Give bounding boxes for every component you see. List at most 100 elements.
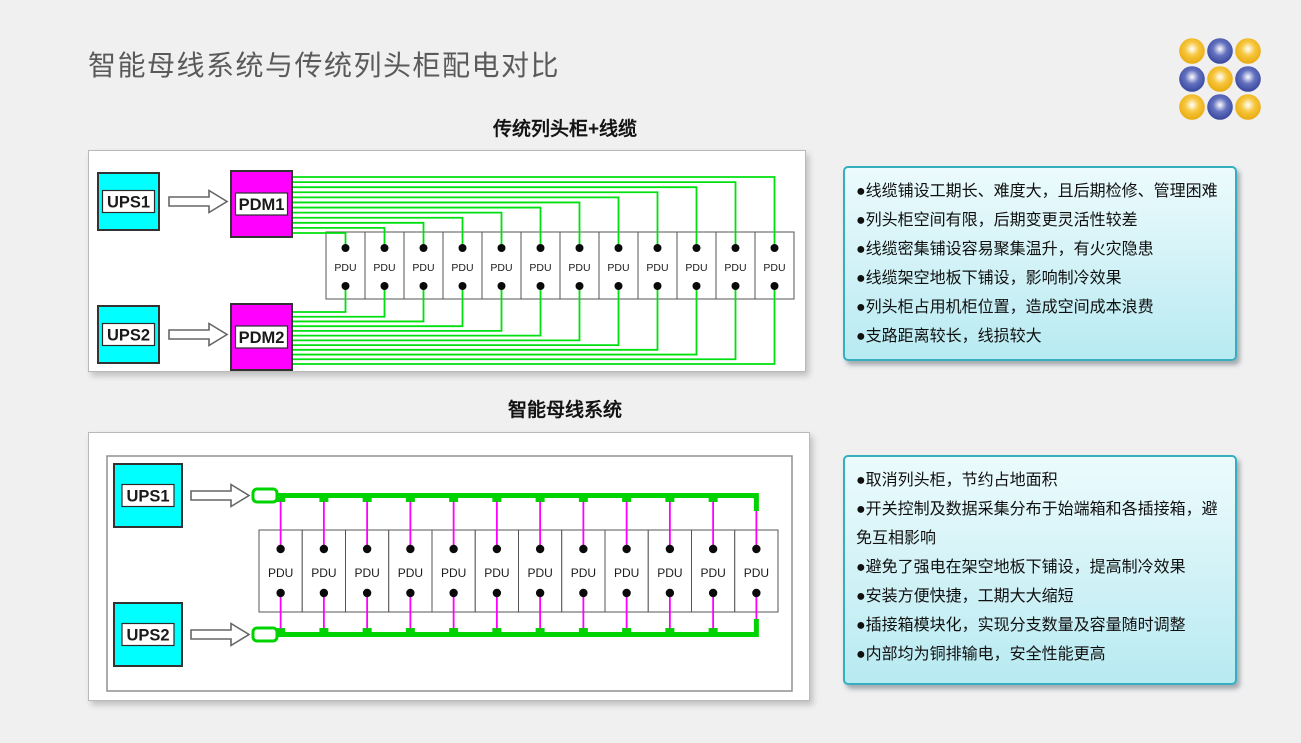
- cable-line: [292, 286, 386, 318]
- pdu-label: PDU: [724, 262, 746, 274]
- pdu-label: PDU: [527, 566, 552, 580]
- pdu-label: PDU: [441, 566, 466, 580]
- logo-dot-blue: [1207, 38, 1233, 64]
- pdu-top-dot: [276, 544, 285, 554]
- pdu-top-dot: [380, 244, 389, 252]
- pdu-bottom-dot: [406, 588, 415, 598]
- tap-off-tick: [622, 628, 632, 637]
- pdu-top-dot: [692, 244, 701, 252]
- tap-off-tick: [665, 493, 675, 502]
- pdu-label: PDU: [568, 262, 590, 274]
- cable-line: [292, 176, 776, 248]
- pdu-bottom-dot: [341, 282, 350, 290]
- tap-off-tick: [535, 628, 545, 637]
- pdu-top-dot: [362, 544, 372, 554]
- pdu-label: PDU: [373, 262, 395, 274]
- tap-off-tick: [535, 493, 545, 502]
- pdu-top-dot: [419, 244, 428, 252]
- tap-off-tick: [449, 628, 459, 637]
- info-box-traditional: ●线缆铺设工期长、难度大，且后期检修、管理困难 ●列头柜空间有限，后期变更灵活性较…: [843, 166, 1237, 361]
- logo-dot-blue: [1235, 66, 1261, 92]
- tap-off-tick: [405, 628, 415, 637]
- tap-off-tick: [622, 493, 632, 502]
- bullet-item: ●内部均为铜排输电，安全性能更高: [856, 646, 1106, 663]
- pdu-label: PDU: [614, 566, 639, 580]
- flow-arrow-icon: [168, 322, 229, 347]
- logo-dot-blue: [1179, 66, 1205, 92]
- pdm1-box-label: PDM1: [239, 196, 285, 214]
- cable-line: [292, 221, 425, 248]
- pdu-label: PDU: [354, 566, 379, 580]
- bullet-item: ●开关控制及数据采集分布于始端箱和各插接箱，避免互相影响: [856, 501, 1218, 547]
- pdu-bottom-dot: [614, 282, 623, 290]
- pdu-bottom-dot: [752, 588, 761, 598]
- pdu-bottom-dot: [731, 282, 740, 290]
- pdu-top-dot: [406, 544, 415, 554]
- flow-arrow-icon: [190, 483, 251, 508]
- ups2-box-label: UPS2: [126, 627, 169, 645]
- start-box-connector: [251, 487, 279, 504]
- bullet-item: ●取消列头柜，节约占地面积: [856, 472, 1058, 489]
- cable-line: [292, 286, 659, 351]
- cable-line: [292, 206, 542, 248]
- tap-off-tick: [362, 493, 372, 502]
- pdu-bottom-dot: [770, 282, 779, 290]
- tap-off-tick: [578, 493, 588, 502]
- tap-off-tick: [492, 628, 502, 637]
- pdu-bottom-dot: [708, 588, 718, 598]
- pdu-label: PDU: [490, 262, 512, 274]
- bullet-item: ●安装方便快捷，工期大大缩短: [856, 588, 1074, 605]
- cable-line: [292, 286, 737, 361]
- info-box-busway: ●取消列头柜，节约占地面积 ●开关控制及数据采集分布于始端箱和各插接箱，避免互相影…: [843, 455, 1237, 685]
- cable-line: [292, 286, 581, 342]
- pdu-bottom-dot: [276, 588, 285, 598]
- logo-dot-gold: [1235, 38, 1261, 64]
- pdu-label: PDU: [685, 262, 707, 274]
- ups1-box-label-strip: [121, 483, 175, 508]
- pdu-bottom-dot: [622, 588, 631, 598]
- pdu-label: PDU: [700, 566, 725, 580]
- pdu-top-dot: [752, 544, 761, 554]
- pdu-top-dot: [536, 244, 545, 252]
- pdu-top-dot: [665, 544, 675, 554]
- nine-dot-logo: [1179, 38, 1261, 120]
- tap-off-tick: [405, 493, 415, 502]
- bullet-item: ●列头柜空间有限，后期变更灵活性较差: [856, 212, 1138, 229]
- tap-off-tick: [362, 628, 372, 637]
- pdu-label: PDU: [451, 262, 473, 274]
- cable-line: [292, 186, 698, 248]
- pdu-bottom-dot: [319, 588, 329, 598]
- pdu-label: PDU: [412, 262, 434, 274]
- page-title: 智能母线系统与传统列头柜配电对比: [88, 50, 561, 81]
- bullet-item: ●列头柜占用机柜位置，造成空间成本浪费: [856, 299, 1154, 316]
- tap-off-tick: [578, 628, 588, 637]
- pdu-bottom-dot: [665, 588, 675, 598]
- pdu-label: PDU: [646, 262, 668, 274]
- tap-off-tick: [319, 628, 329, 637]
- bullet-item: ●插接箱模块化，实现分支数量及容量随时调整: [856, 617, 1186, 634]
- cable-line: [292, 286, 698, 356]
- bullet-item: ●线缆铺设工期长、难度大，且后期检修、管理困难: [856, 183, 1218, 200]
- pdu-label: PDU: [607, 262, 629, 274]
- pdu-top-dot: [770, 244, 779, 252]
- pdu-top-dot: [497, 244, 506, 252]
- pdu-label: PDU: [657, 566, 682, 580]
- cable-line: [292, 181, 737, 248]
- pdu-top-dot: [614, 244, 623, 252]
- cable-line: [292, 286, 503, 332]
- pdu-top-dot: [708, 544, 718, 554]
- pdm1-box-label-strip: [234, 192, 289, 216]
- tap-off-tick: [492, 493, 502, 502]
- pdm2-box-label: PDM2: [239, 329, 285, 347]
- pdu-bottom-dot: [579, 588, 588, 598]
- pdu-top-dot: [622, 544, 631, 554]
- pdu-bottom-dot: [362, 588, 372, 598]
- bullet-item: ●线缆架空地板下铺设，影响制冷效果: [856, 270, 1122, 287]
- pdu-top-dot: [458, 244, 467, 252]
- tap-off-tick: [276, 493, 286, 502]
- diagram-traditional-title: 传统列头柜+线缆: [492, 119, 638, 140]
- pdu-bottom-dot: [380, 282, 389, 290]
- pdu-top-dot: [319, 544, 329, 554]
